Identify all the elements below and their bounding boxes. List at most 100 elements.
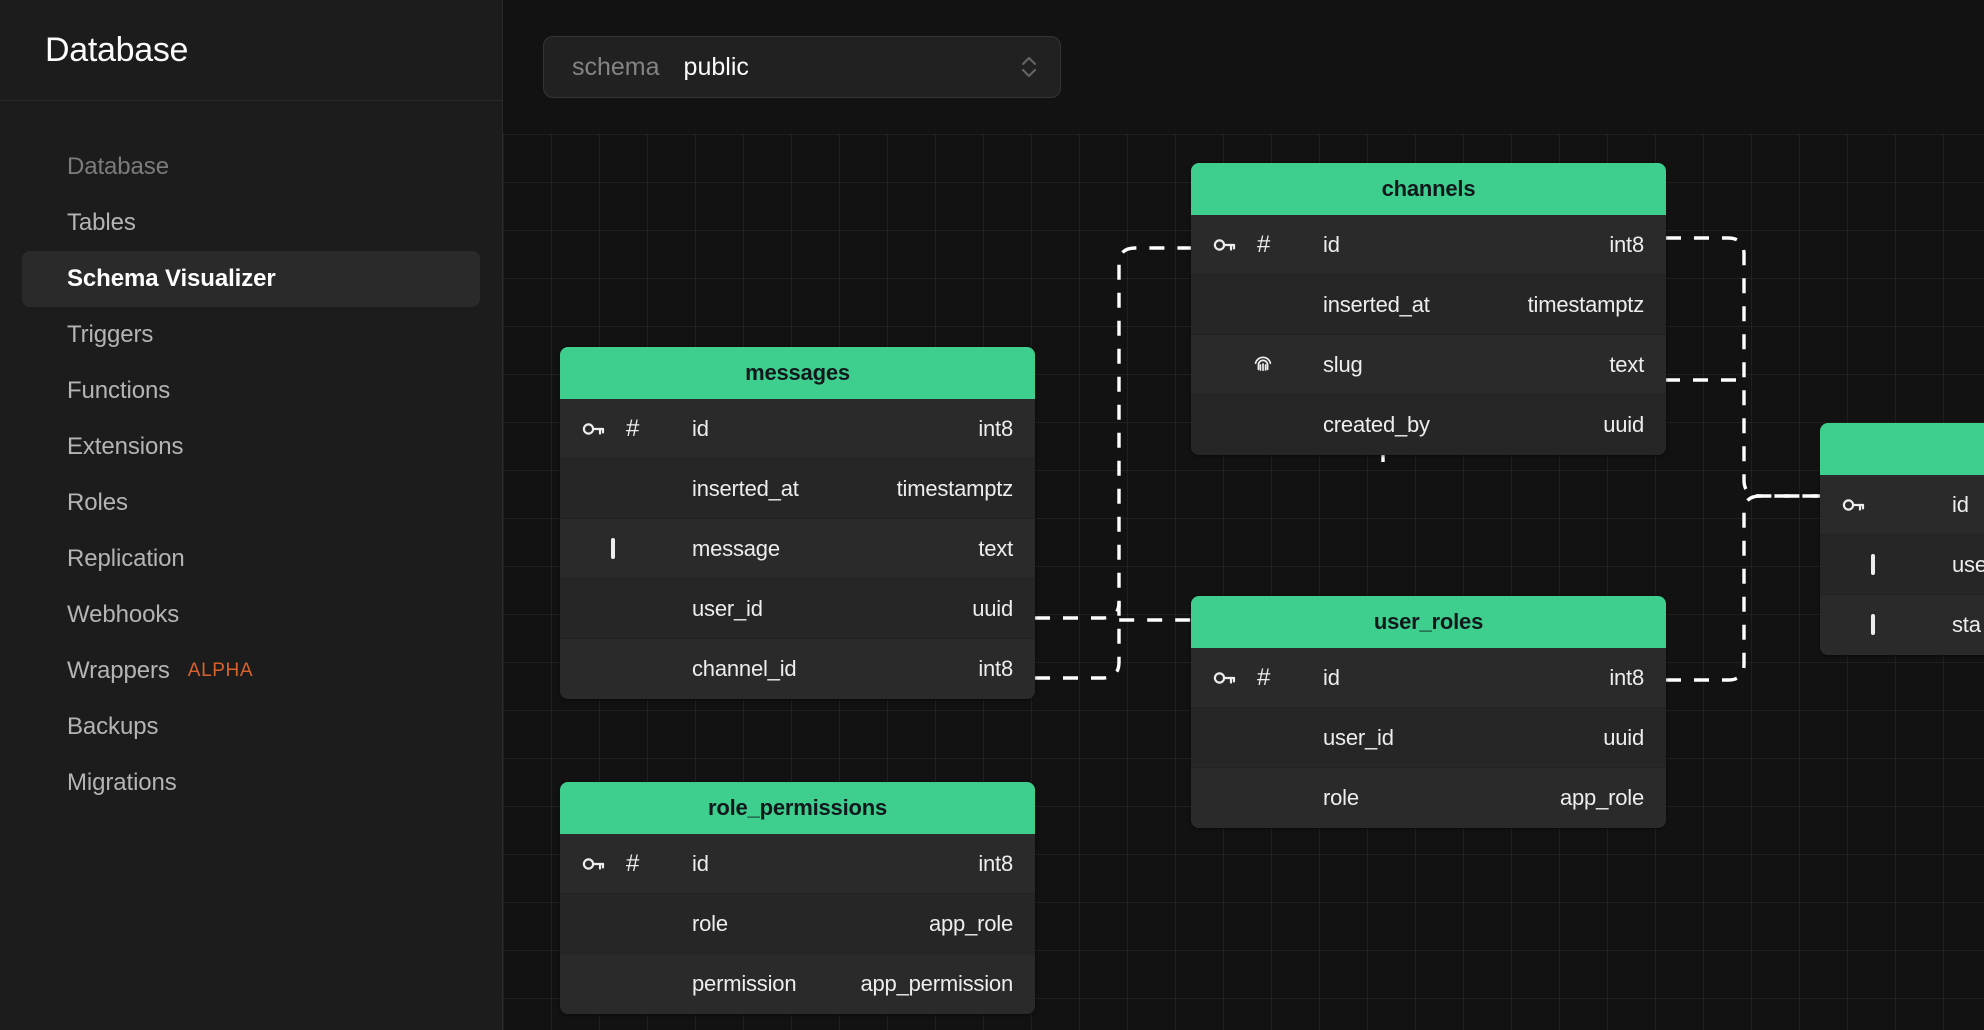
key-icon <box>1842 495 1866 515</box>
sidebar-item-database[interactable]: Database <box>22 139 480 195</box>
column-name: created_by <box>1323 412 1430 437</box>
column-name: user_id <box>692 595 763 621</box>
sidebar-item-label: Schema Visualizer <box>67 265 276 292</box>
schema-select-label: schema <box>572 52 660 81</box>
sidebar-item-label: Webhooks <box>67 601 180 628</box>
column-type: text <box>978 535 1013 561</box>
sidebar-item-roles[interactable]: Roles <box>22 475 480 531</box>
column-name: slug <box>1323 351 1363 377</box>
table-header[interactable] <box>1820 423 1984 475</box>
column-name: channel_id <box>692 656 797 681</box>
key-icon <box>582 854 606 874</box>
column-type: timestamptz <box>1527 291 1645 317</box>
chevron-up-down-icon <box>1018 50 1040 84</box>
table-node-user_roles[interactable]: user_roles # id int8 user_id uuid role app_role <box>1191 596 1666 828</box>
column-name: id <box>692 415 709 441</box>
column-name: id <box>1952 491 1969 517</box>
sidebar-item-extensions[interactable]: Extensions <box>22 419 480 475</box>
sidebar-item-tables[interactable]: Tables <box>22 195 480 251</box>
column-name: id <box>692 850 709 876</box>
table-row[interactable]: sta <box>1820 595 1984 655</box>
edge-messages-channelid-channels-id <box>1035 246 1191 680</box>
table-row[interactable]: slug text <box>1191 335 1666 395</box>
table-row[interactable]: permission app_permission <box>560 954 1035 1014</box>
column-icons <box>1842 614 1952 635</box>
sidebar-item-triggers[interactable]: Triggers <box>22 307 480 363</box>
sidebar-item-label: Roles <box>67 489 128 516</box>
sidebar-item-replication[interactable]: Replication <box>22 531 480 587</box>
table-row[interactable]: id <box>1820 475 1984 535</box>
column-type: app_permission <box>860 971 1013 996</box>
sidebar-item-label: Wrappers <box>67 657 170 684</box>
hash-icon: # <box>626 414 640 442</box>
column-type: app_role <box>1559 785 1644 810</box>
diamond-outline-icon <box>1871 614 1875 635</box>
column-type: int8 <box>1609 231 1644 257</box>
column-name: user_id <box>1323 724 1394 750</box>
column-type: int8 <box>1609 664 1644 690</box>
column-name: inserted_at <box>692 475 799 501</box>
column-icons <box>1842 553 1952 575</box>
table-header[interactable]: user_roles <box>1191 596 1666 648</box>
schema-select[interactable]: schema public <box>543 36 1061 98</box>
hash-icon: # <box>1257 663 1271 691</box>
column-name: role <box>1323 785 1359 810</box>
column-type: text <box>1609 351 1644 377</box>
column-type: uuid <box>1603 724 1644 750</box>
column-name: permission <box>692 971 797 996</box>
column-type: timestamptz <box>896 475 1014 501</box>
sidebar-item-migrations[interactable]: Migrations <box>22 755 480 811</box>
table-row[interactable]: inserted_at timestamptz <box>560 459 1035 519</box>
sidebar-item-wrappers[interactable]: Wrappers ALPHA <box>22 643 480 699</box>
column-icons: # <box>582 414 692 442</box>
sidebar-item-label: Database <box>67 153 169 180</box>
sidebar-item-label: Backups <box>67 713 159 740</box>
sidebar-item-label: Replication <box>67 545 185 572</box>
column-name: role <box>692 910 728 936</box>
column-type: int8 <box>978 850 1013 876</box>
table-header[interactable]: role_permissions <box>560 782 1035 834</box>
sidebar-item-schema-visualizer[interactable]: Schema Visualizer <box>22 251 480 307</box>
key-icon <box>1213 668 1237 688</box>
edge-messages-userid-users-id <box>1035 601 1191 622</box>
schema-select-value: public <box>683 52 749 81</box>
table-row[interactable]: use <box>1820 535 1984 595</box>
diamond-outline-icon <box>611 537 615 559</box>
canvas-toolbar: schema public <box>503 0 1984 134</box>
table-columns: # id int8 user_id uuid role app_role <box>1191 648 1666 828</box>
column-name: id <box>1323 664 1340 690</box>
table-row[interactable]: inserted_at timestamptz <box>1191 275 1666 335</box>
diamond-outline-icon <box>1871 553 1875 575</box>
sidebar-item-webhooks[interactable]: Webhooks <box>22 587 480 643</box>
sidebar-item-functions[interactable]: Functions <box>22 363 480 419</box>
table-row[interactable]: role app_role <box>1191 768 1666 828</box>
sidebar-item-badge: ALPHA <box>187 660 254 681</box>
table-row[interactable]: # id int8 <box>1191 648 1666 708</box>
table-header[interactable]: messages <box>560 347 1035 399</box>
table-row[interactable]: user_id uuid <box>560 579 1035 639</box>
column-icons: # <box>1213 663 1323 691</box>
table-row[interactable]: user_id uuid <box>1191 708 1666 768</box>
column-name: inserted_at <box>1323 291 1430 317</box>
column-type: uuid <box>972 595 1013 621</box>
table-header[interactable]: channels <box>1191 163 1666 215</box>
sidebar-item-backups[interactable]: Backups <box>22 699 480 755</box>
edge-userroles-userid-users-id <box>1666 494 1820 682</box>
sidebar-header: Database <box>0 0 502 101</box>
